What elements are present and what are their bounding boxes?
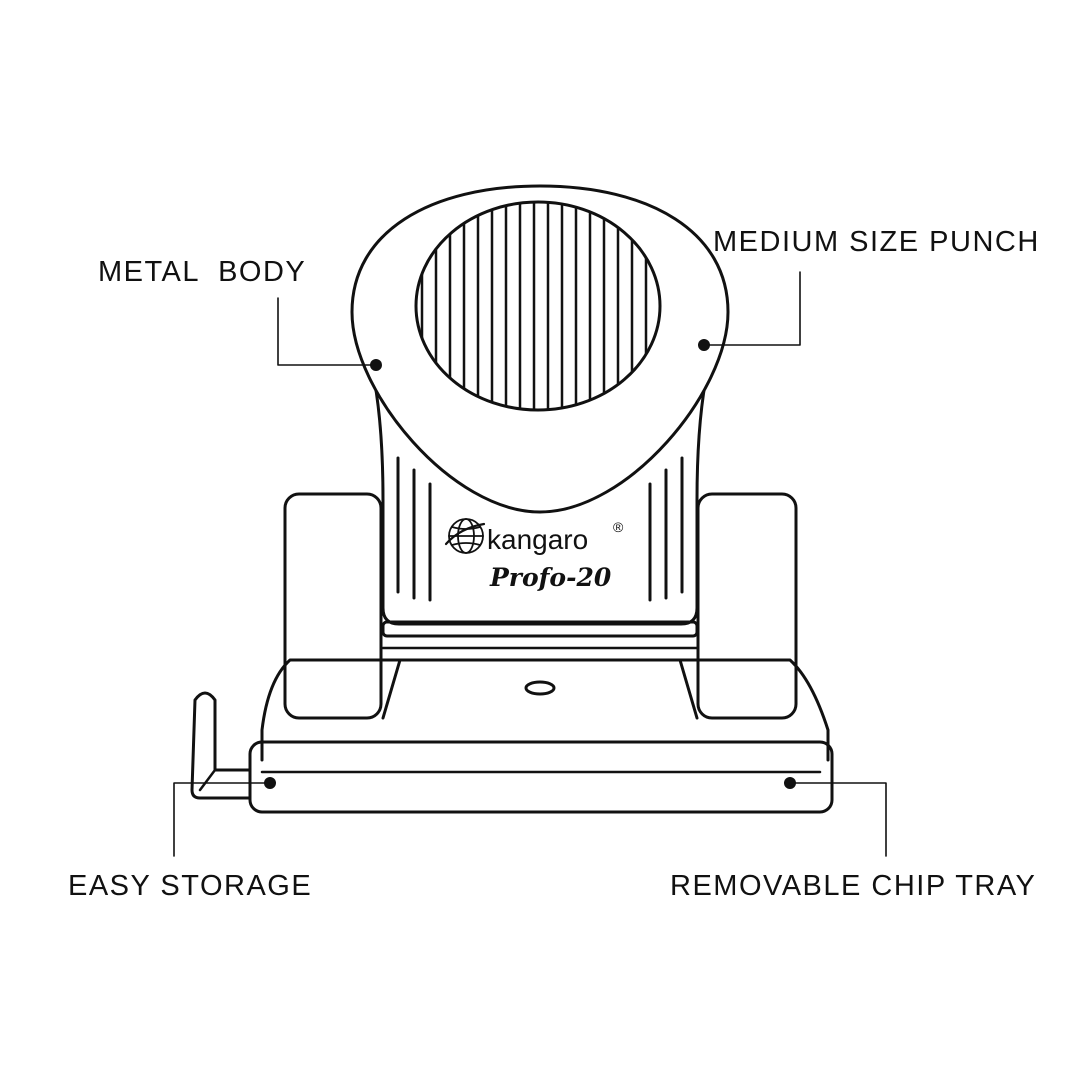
medium-size-punch-dot: [698, 339, 710, 351]
frame-rails: [381, 620, 699, 662]
easy-storage-leader: [173, 782, 271, 857]
brand-logo: kangaro ® Profo-20: [444, 518, 624, 592]
registered-mark: ®: [613, 519, 624, 535]
base-plate: [248, 658, 834, 814]
easy-storage-label: EASY STORAGE: [68, 870, 313, 902]
callout-leaders: [173, 271, 887, 857]
metal-body-dot: [370, 359, 382, 371]
base-slot: [524, 680, 556, 696]
metal-body-leader: [277, 297, 377, 366]
lever-handle: [350, 184, 730, 514]
brand-name: kangaro: [487, 524, 588, 555]
removable-chip-tray-label: REMOVABLE CHIP TRAY: [670, 870, 1037, 902]
left-side-block: [283, 492, 383, 720]
grip-oval: [414, 200, 662, 412]
removable-chip-tray-dot: [784, 777, 796, 789]
medium-size-punch-leader: [703, 271, 801, 346]
removable-chip-tray-leader: [789, 782, 887, 857]
storage-clip: [190, 691, 252, 800]
kangaro-globe-icon: [444, 518, 486, 554]
right-side-block: [696, 492, 798, 720]
callout-dots: [264, 339, 796, 789]
metal-body-label: METAL BODY: [98, 256, 307, 288]
easy-storage-dot: [264, 777, 276, 789]
medium-size-punch-label: MEDIUM SIZE PUNCH: [713, 226, 1040, 258]
model-name: Profo-20: [489, 563, 612, 592]
punch-body: [370, 366, 710, 626]
